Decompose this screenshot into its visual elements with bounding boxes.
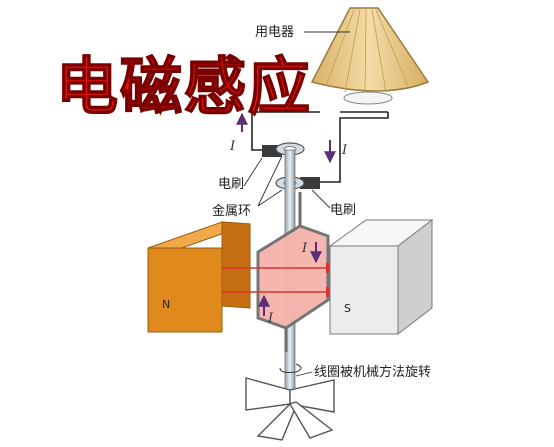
brush-upper-label: 电刷 xyxy=(218,177,244,192)
brush-lower xyxy=(300,177,320,189)
north-magnet: N xyxy=(147,221,251,333)
appliance-label: 用电器 xyxy=(255,25,294,40)
rotor-blades xyxy=(245,377,335,441)
current-symbol-left: I xyxy=(229,139,236,154)
page-title: 电磁感应 xyxy=(56,50,312,123)
lamp-shade-ribs xyxy=(325,9,409,95)
brush-lower-label: 电刷 xyxy=(330,203,356,218)
south-pole-label: S xyxy=(344,302,351,315)
rotation-indicator: 线圈被机械方法旋转 xyxy=(279,363,431,380)
field-lines xyxy=(222,262,338,298)
north-pole-label: N xyxy=(162,298,170,311)
slip-rings-label: 金属环 xyxy=(212,203,251,219)
current-symbol-coil-right: I xyxy=(301,241,308,256)
rotation-note: 线圈被机械方法旋转 xyxy=(314,364,431,380)
lamp-base xyxy=(343,91,393,105)
current-symbol-right: I xyxy=(341,143,348,158)
south-magnet: S xyxy=(328,218,434,336)
circuit-wires xyxy=(251,111,389,183)
wire-right xyxy=(318,112,389,183)
current-symbol-coil-left: I xyxy=(267,311,274,326)
lamp-appliance: 用电器 xyxy=(255,7,430,105)
lamp-shade xyxy=(310,7,430,92)
